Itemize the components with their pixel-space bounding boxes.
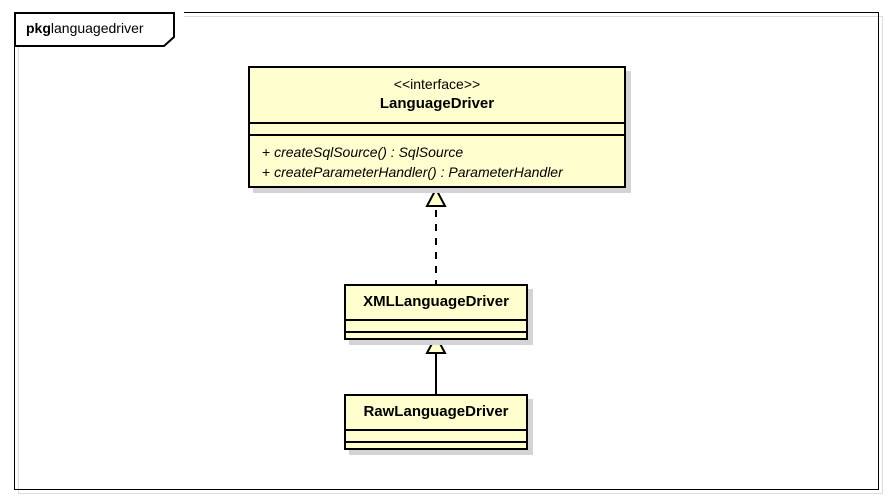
- method-visibility: +: [262, 144, 271, 160]
- package-keyword: pkg: [26, 20, 51, 36]
- package-body: [14, 12, 879, 490]
- package-label: pkglanguagedriver: [26, 19, 144, 37]
- compartment-divider: [250, 122, 624, 124]
- node-header-languagedriver: <<interface>> LanguageDriver: [250, 68, 624, 122]
- compartment-divider: [346, 331, 526, 333]
- attributes-compartment-languagedriver: [250, 124, 624, 134]
- compartment-divider: [346, 319, 526, 321]
- method-signature: createParameterHandler() : ParameterHand…: [274, 164, 563, 180]
- compartment-divider: [346, 429, 526, 431]
- methods-compartment-xmllanguagedriver: [346, 333, 526, 343]
- node-languagedriver[interactable]: <<interface>> LanguageDriver + createSql…: [248, 66, 626, 188]
- node-title-xmllanguagedriver: XMLLanguageDriver: [363, 293, 509, 310]
- node-xmllanguagedriver[interactable]: XMLLanguageDriver: [344, 284, 528, 340]
- package-tab-shape: [14, 12, 175, 47]
- compartment-divider: [346, 441, 526, 443]
- method-row: + createSqlSource() : SqlSource: [262, 142, 614, 162]
- package-frame-shadow: [18, 16, 883, 494]
- node-title: LanguageDriver: [379, 95, 495, 112]
- package-frame: pkglanguagedriver: [14, 12, 883, 494]
- node-rawlanguagedriver[interactable]: RawLanguageDriver: [344, 394, 528, 450]
- node-stereotype: <<interface>>: [393, 76, 481, 92]
- method-row: + createParameterHandler() : ParameterHa…: [262, 162, 614, 182]
- methods-compartment-rawlanguagedriver: [346, 443, 526, 453]
- package-name: languagedriver: [50, 20, 144, 36]
- compartment-divider: [250, 134, 624, 136]
- node-title-rawlanguagedriver: RawLanguageDriver: [363, 403, 509, 420]
- method-signature: createSqlSource() : SqlSource: [274, 144, 464, 160]
- package-tab: pkglanguagedriver: [14, 12, 184, 47]
- method-visibility: +: [262, 164, 271, 180]
- attributes-compartment-xmllanguagedriver: [346, 321, 526, 331]
- methods-compartment-languagedriver: + createSqlSource() : SqlSource + create…: [250, 136, 624, 189]
- attributes-compartment-rawlanguagedriver: [346, 431, 526, 441]
